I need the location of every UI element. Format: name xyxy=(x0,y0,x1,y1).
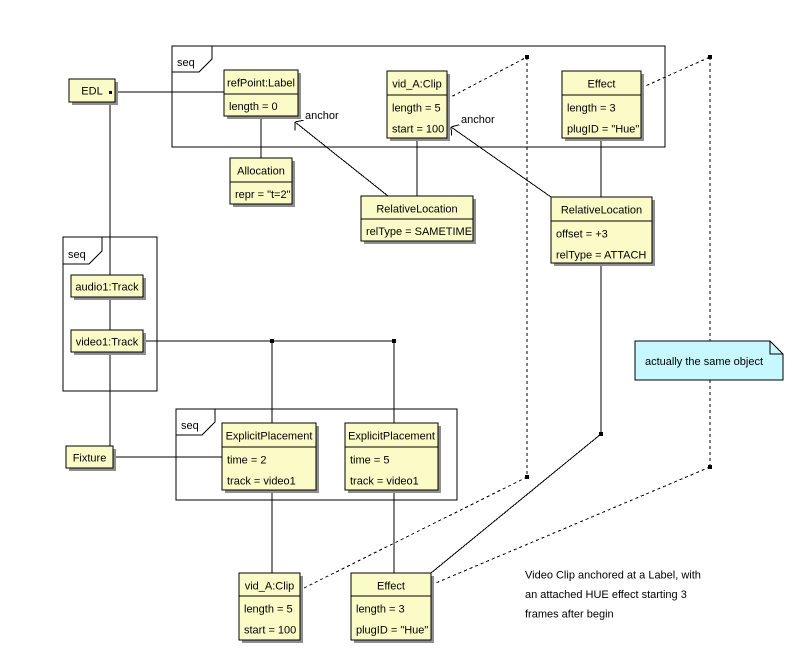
svg-text:anchor: anchor xyxy=(305,110,339,122)
svg-text:an attached HUE effect startin: an attached HUE effect starting 3 xyxy=(525,589,687,601)
svg-text:time = 2: time = 2 xyxy=(227,455,266,467)
svg-text:EDL: EDL xyxy=(81,86,102,98)
svg-text:ExplicitPlacement: ExplicitPlacement xyxy=(226,431,313,443)
svg-text:audio1:Track: audio1:Track xyxy=(75,282,139,294)
svg-text:start = 100: start = 100 xyxy=(392,124,444,136)
svg-text:plugID = "Hue": plugID = "Hue" xyxy=(356,625,428,637)
svg-text:RelativeLocation: RelativeLocation xyxy=(376,204,457,216)
svg-text:track = video1: track = video1 xyxy=(350,476,419,488)
svg-text:seq: seq xyxy=(177,57,195,69)
svg-text:Allocation: Allocation xyxy=(237,166,285,178)
svg-text:seq: seq xyxy=(181,420,199,432)
svg-text:Fixture: Fixture xyxy=(73,453,107,465)
svg-text:offset = +3: offset = +3 xyxy=(556,229,608,241)
svg-text:anchor: anchor xyxy=(461,114,495,126)
svg-text:length = 5: length = 5 xyxy=(392,103,441,115)
svg-text:RelativeLocation: RelativeLocation xyxy=(561,205,642,217)
svg-text:frames after begin: frames after begin xyxy=(525,608,614,620)
svg-text:refPoint:Label: refPoint:Label xyxy=(227,78,295,90)
svg-text:video1:Track: video1:Track xyxy=(76,337,139,349)
svg-text:length = 0: length = 0 xyxy=(229,101,278,113)
svg-text:time = 5: time = 5 xyxy=(350,455,389,467)
svg-text:plugID = "Hue": plugID = "Hue" xyxy=(567,124,639,136)
svg-text:actually the same object: actually the same object xyxy=(645,356,763,368)
svg-text:Effect: Effect xyxy=(588,79,616,91)
svg-text:relType = ATTACH: relType = ATTACH xyxy=(556,250,646,262)
svg-text:Video Clip anchored at a Label: Video Clip anchored at a Label, with xyxy=(525,570,701,582)
svg-text:start = 100: start = 100 xyxy=(244,625,296,637)
svg-text:length = 5: length = 5 xyxy=(244,604,293,616)
svg-text:ExplicitPlacement: ExplicitPlacement xyxy=(348,431,435,443)
svg-text:vid_A:Clip: vid_A:Clip xyxy=(245,581,295,593)
svg-text:length = 3: length = 3 xyxy=(567,103,616,115)
svg-text:relType = SAMETIME: relType = SAMETIME xyxy=(366,226,472,238)
svg-text:vid_A:Clip: vid_A:Clip xyxy=(392,79,442,91)
svg-text:length = 3: length = 3 xyxy=(356,604,405,616)
svg-text:Effect: Effect xyxy=(377,581,405,593)
svg-text:repr = "t=2": repr = "t=2" xyxy=(235,189,291,201)
svg-text:seq: seq xyxy=(68,249,86,261)
svg-text:track = video1: track = video1 xyxy=(227,476,296,488)
